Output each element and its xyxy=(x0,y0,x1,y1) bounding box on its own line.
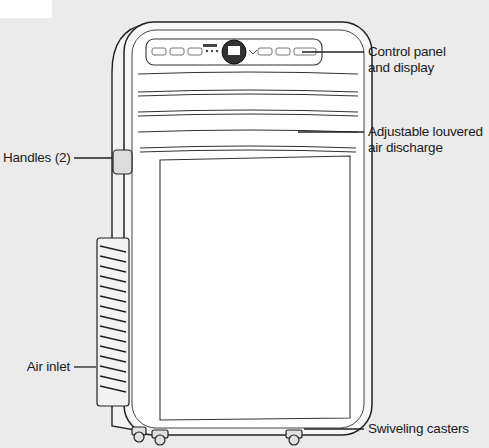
casters xyxy=(132,427,302,445)
corner-notch xyxy=(0,0,52,18)
part-label: Air inlet xyxy=(27,359,70,375)
grille-slats xyxy=(100,246,126,392)
part-label: Swiveling casters xyxy=(368,421,469,437)
air-inlet-grille xyxy=(97,238,129,406)
part-label: Control panel and display xyxy=(368,44,463,75)
control-panel xyxy=(146,39,322,65)
front-bezel xyxy=(132,30,364,428)
display-dial xyxy=(222,40,246,64)
front-housing xyxy=(124,22,372,435)
display-window xyxy=(228,46,240,55)
front-panel xyxy=(160,156,350,420)
louvers xyxy=(138,72,358,152)
handle xyxy=(113,150,132,174)
part-label: Adjustable louvered air discharge xyxy=(368,124,486,155)
leader-lines xyxy=(74,52,364,429)
part-label: Handles (2) xyxy=(3,150,71,166)
indicator-dots xyxy=(203,44,218,52)
arrow-button xyxy=(249,50,257,54)
